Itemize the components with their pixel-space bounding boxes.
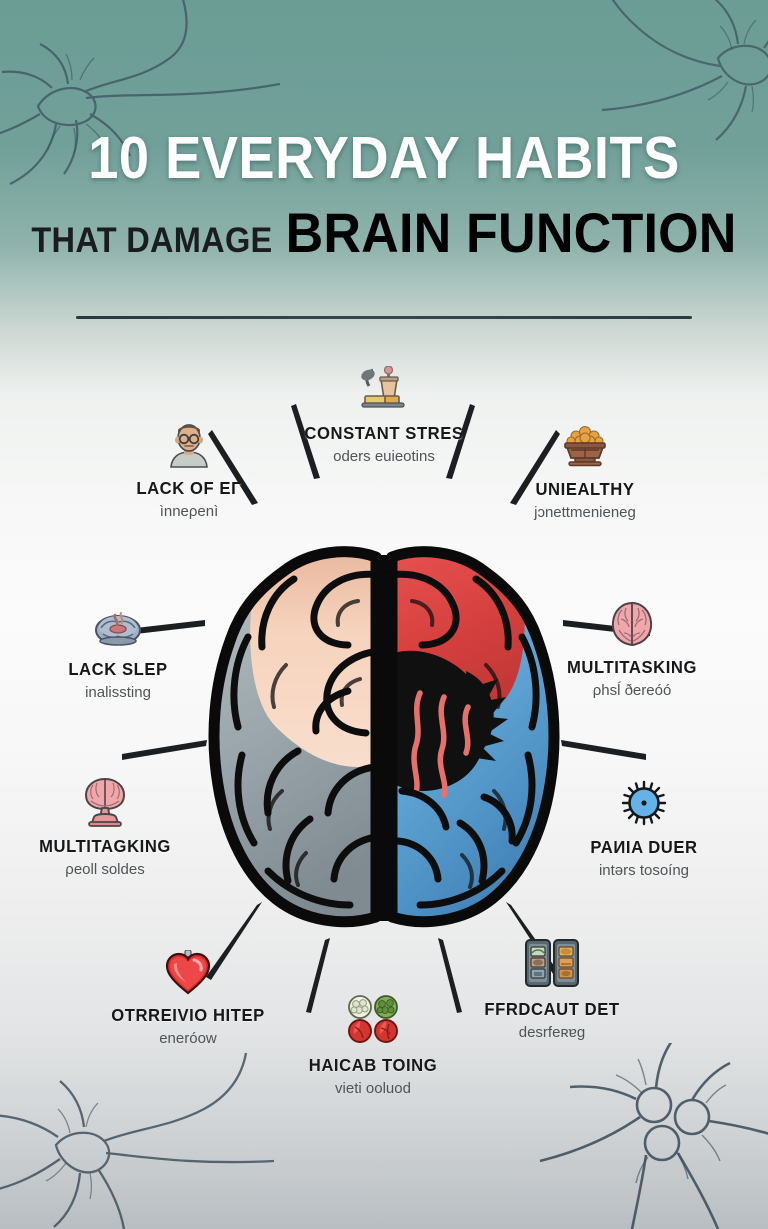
- brain-tree-icon: [19, 775, 191, 827]
- habit-item-lack-of-exercise[interactable]: LACK OF EΓ ìnneρenì: [103, 417, 275, 520]
- poster-header: 10 EVERYDAY HABITS THAT DAMAGE BRAIN FUN…: [0, 0, 768, 265]
- habit-subtitle: desrfeʀɐg: [518, 1024, 586, 1041]
- page-title: 10 EVERYDAY HABITS: [88, 125, 680, 191]
- subtitle-prefix: THAT DAMAGE: [31, 221, 273, 261]
- habit-title: FFRDCAUT DET: [484, 999, 620, 1019]
- habit-title: CONSTANT STRES: [304, 423, 464, 443]
- habit-subtitle: vieti ooluod: [335, 1080, 411, 1097]
- habit-subtitle: eneróow: [159, 1030, 217, 1047]
- brain-graphic-icon: [208, 546, 560, 928]
- habit-item-bad-food-timing[interactable]: HAICAB TOING vieti ooluod: [287, 994, 459, 1097]
- habit-subtitle: ìnneρenì: [159, 503, 219, 520]
- habit-item-overeating[interactable]: OTRREIVIO HITEP eneróow: [102, 944, 274, 1047]
- habit-subtitle: inalissting: [85, 684, 151, 701]
- habit-item-unhealthy-eating[interactable]: UNIEALTHY jɔnettmenieneg: [499, 418, 671, 521]
- habit-title: PAИIA DUER: [590, 837, 698, 857]
- habit-title: OTRREIVIO HITEP: [111, 1005, 265, 1025]
- virus-circle-icon: [558, 776, 730, 828]
- subtitle-emphasis: BRAIN FUNCTION: [285, 201, 737, 265]
- habit-title: LACK OF EΓ: [136, 478, 242, 498]
- habit-subtitle: intərs tosoíng: [598, 862, 690, 879]
- habit-subtitle: ρeoll soldes: [65, 861, 145, 878]
- sleeping-brain-icon: [32, 598, 204, 650]
- habit-item-constant-stress[interactable]: CONSTANT STRES oders euieotins: [298, 362, 470, 465]
- red-heart-icon: [102, 944, 274, 996]
- habit-subtitle: ρhsĺ ðereóó: [592, 682, 672, 699]
- habit-item-lack-of-sleep[interactable]: LACK SLEP inalissting: [32, 598, 204, 701]
- person-head-icon: [103, 417, 275, 469]
- habit-item-multitasking-left[interactable]: MULTITAGKING ρeoll soldes: [19, 775, 191, 878]
- habit-title: MULTITASKING: [567, 657, 697, 677]
- habit-item-multitasking-right[interactable]: MULTITASKING ρhsĺ ðereóó: [546, 596, 718, 699]
- habit-title: HAICAB TOING: [308, 1055, 438, 1075]
- page-subtitle: THAT DAMAGE BRAIN FUNCTION: [27, 200, 741, 265]
- snack-bowl-icon: [499, 418, 671, 470]
- habit-title: MULTITAGKING: [39, 836, 171, 856]
- vending-phones-icon: [466, 938, 638, 990]
- neuron-bottom-left-icon: [0, 1052, 274, 1229]
- vegetables-icon: [287, 994, 459, 1046]
- habit-item-processed-diet[interactable]: FFRDCAUT DET desrfeʀɐg: [466, 938, 638, 1041]
- split-brain-illustration: [198, 541, 570, 933]
- habit-subtitle: jɔnettmenieneg: [534, 504, 636, 521]
- habit-subtitle: oders euieotins: [333, 448, 435, 465]
- habit-title: LACK SLEP: [68, 659, 168, 679]
- title-divider: [76, 316, 692, 319]
- pink-brain-icon: [546, 596, 718, 648]
- neuron-bottom-right-icon: [539, 1043, 768, 1229]
- coffee-cup-icon: [298, 362, 470, 414]
- habit-item-panic-disorder[interactable]: PAИIA DUER intərs tosoíng: [558, 776, 730, 879]
- habit-title: UNIEALTHY: [535, 479, 635, 499]
